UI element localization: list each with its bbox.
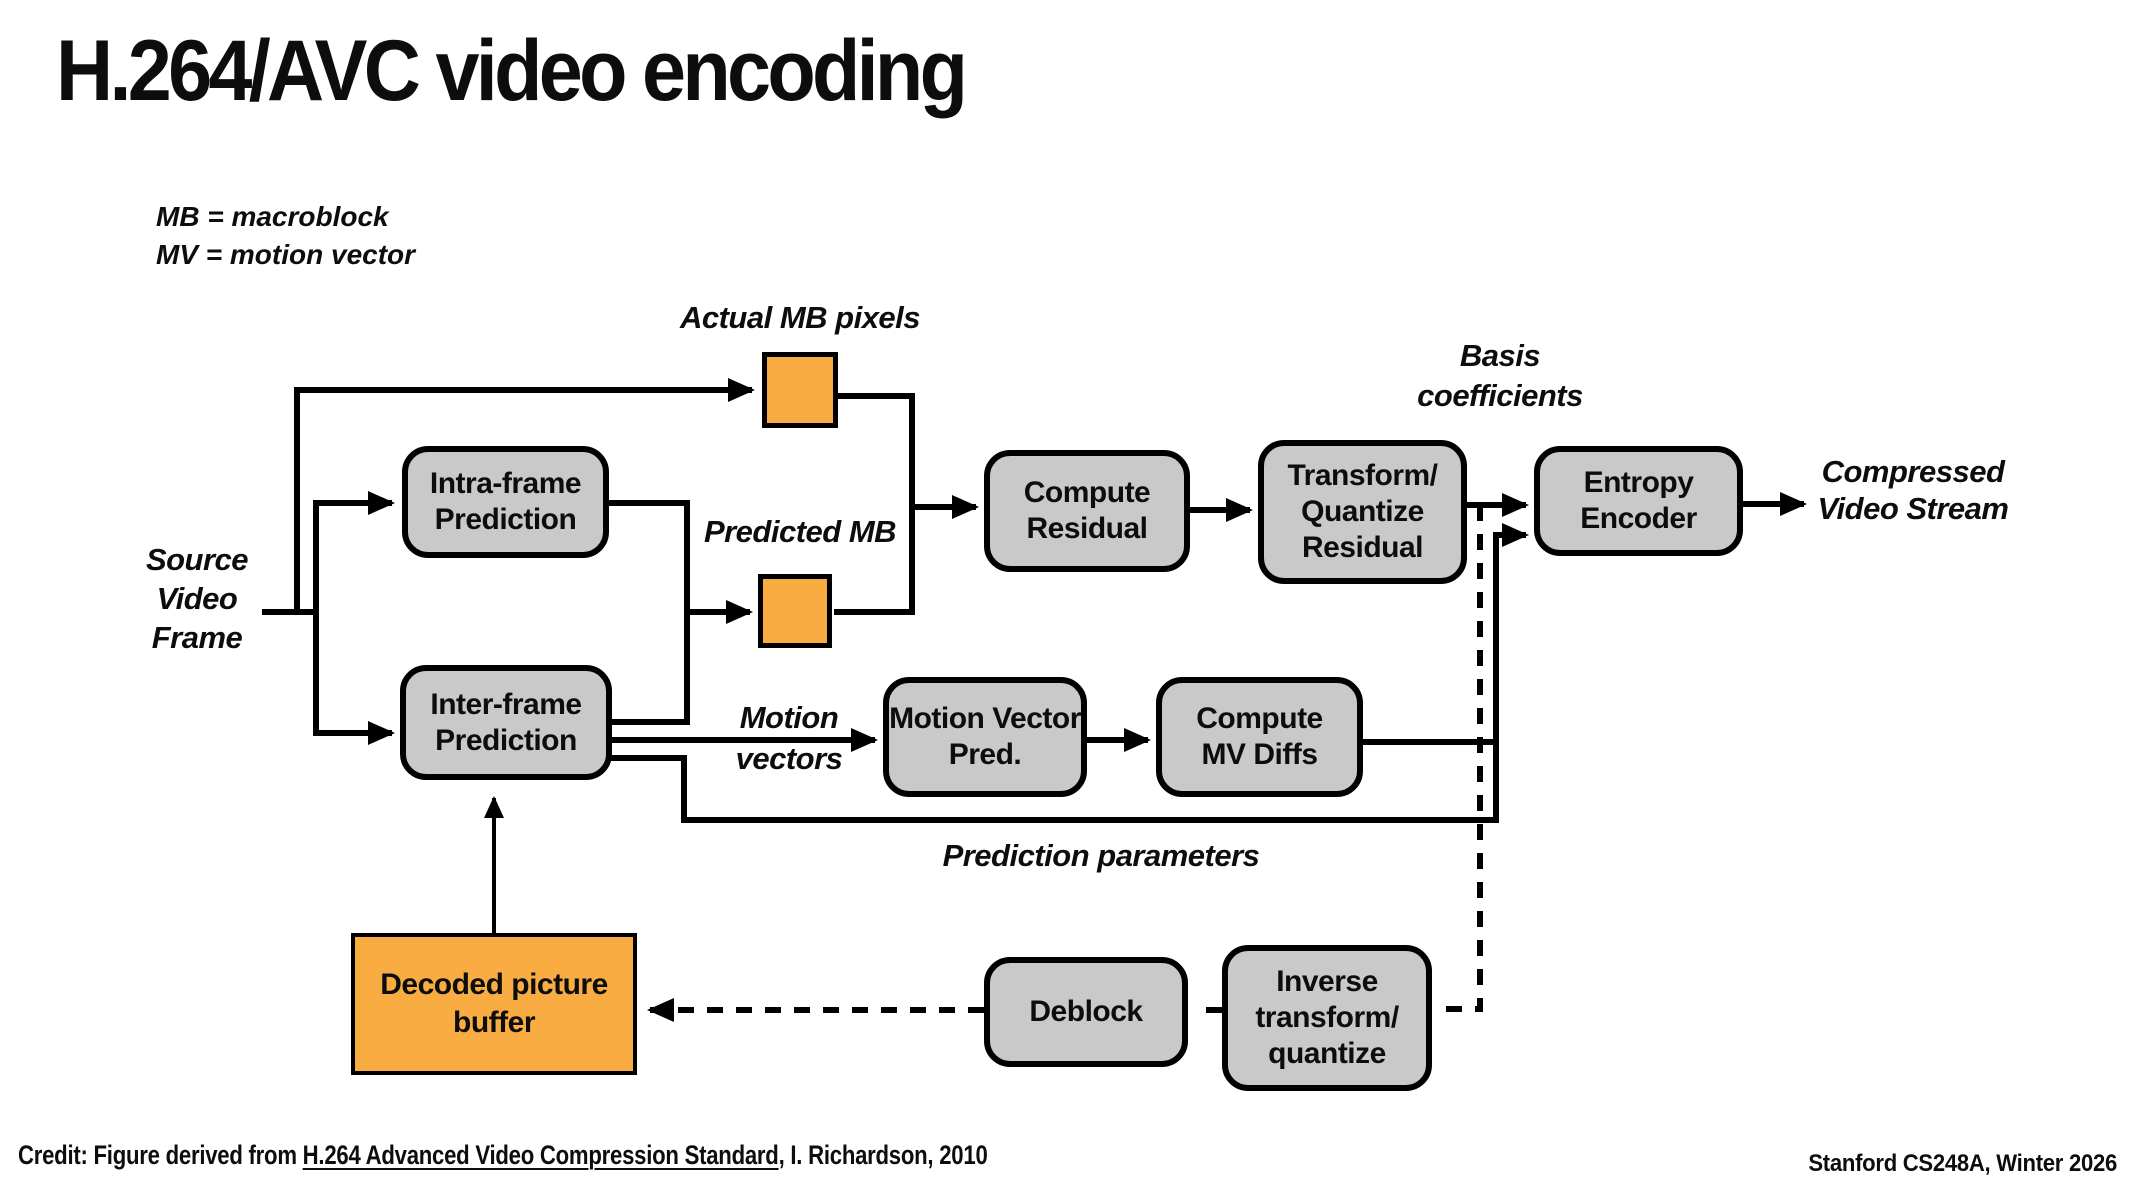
label-predicted-mb: Predicted MB [703,514,897,549]
wire-actual-and-predicted-join [834,393,915,615]
wire-intra-to-predicted-mb-arrow [607,500,753,624]
wire-source-to-actual-mb-arrow [294,378,755,612]
legend-motion-vector: MV = motion vector [156,239,416,270]
credit-suffix: , I. Richardson, 2010 [778,1140,988,1170]
label-motion-vectors: Motion vectors [735,700,843,776]
credit-line: Credit: Figure derived from H.264 Advanc… [18,1140,988,1171]
node-motion-vector-pred: Motion Vector Pred. [883,677,1087,797]
course-footer: Stanford CS248A, Winter 2026 [1808,1150,2117,1177]
credit-book-title: H.264 Advanced Video Compression Standar… [302,1140,779,1170]
node-compute-residual: Compute Residual [984,450,1190,572]
node-inverse-transform-quantize: Inverse transform/ quantize [1222,945,1432,1091]
node-intra-frame-prediction: Intra-frame Prediction [402,446,609,558]
credit-prefix: Credit: Figure derived from [18,1140,303,1170]
label-basis-coefficients: Basis coefficients [1417,338,1583,413]
node-inter-frame-prediction: Inter-frame Prediction [400,665,612,780]
wire-source-to-inter-arrow [313,612,395,745]
label-compressed-video-stream: Compressed Video Stream [1817,454,2009,526]
node-entropy-encoder: Entropy Encoder [1534,446,1743,556]
node-actual-mb-square [762,352,838,428]
label-prediction-parameters: Prediction parameters [942,838,1260,873]
page-title: H.264/AVC video encoding [56,23,968,119]
legend-macroblock: MB = macroblock [156,201,389,232]
node-predicted-mb-square [758,574,832,648]
wire-prediction-params-to-entropy-arrow [610,523,1529,823]
wire-dashed-coeff-to-inverse [1437,505,1483,1012]
node-decoded-picture-buffer: Decoded picture buffer [351,933,637,1075]
node-transform-quantize-residual: Transform/ Quantize Residual [1258,440,1467,584]
node-deblock: Deblock [984,957,1188,1067]
node-compute-mv-diffs: Compute MV Diffs [1156,677,1363,797]
label-actual-mb-pixels: Actual MB pixels [679,300,921,335]
wire-source-to-intra-arrow [313,491,395,612]
legend: MB = macroblock MV = motion vector [156,198,415,274]
label-source-video-frame: Source Video Frame [145,542,249,655]
wire-inter-to-predicted-mb-join [607,608,690,725]
